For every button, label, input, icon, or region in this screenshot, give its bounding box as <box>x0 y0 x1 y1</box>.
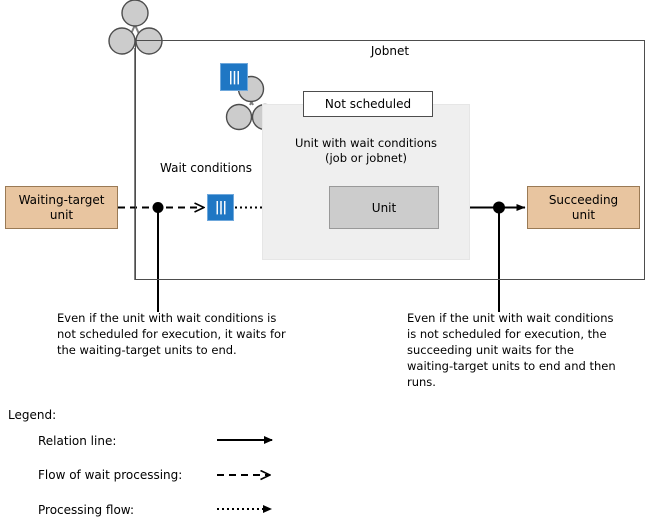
wait-conditions-label: Wait conditions <box>160 161 253 175</box>
waiting-target-unit-label-line2: unit <box>49 207 74 222</box>
left-relation-line <box>152 202 164 312</box>
note-left: Even if the unit with wait conditions is… <box>57 311 286 357</box>
waiting-target-unit-box: Waiting-target unit <box>5 186 118 229</box>
legend-item-label-relation-line: Relation line: <box>38 434 117 448</box>
unit-box: Unit <box>329 186 439 229</box>
not-scheduled-label: Not scheduled <box>324 97 412 111</box>
jobnet-container <box>135 40 645 280</box>
wait-condition-icon-flow: ||| <box>207 194 234 221</box>
legend-title: Legend: <box>8 408 57 422</box>
legend-item-label-processing-flow: Processing flow: <box>38 503 134 517</box>
wait-symbol-glyph: ||| <box>214 200 227 215</box>
waiting-target-unit-label-line1: Waiting-target <box>18 192 105 207</box>
legend-item-label-wait-processing: Flow of wait processing: <box>38 468 183 482</box>
note-right: Even if the unit with wait conditions is… <box>407 311 616 389</box>
unit-with-wait-conditions-panel <box>262 104 470 260</box>
succeeding-unit-label-line2: unit <box>571 207 596 222</box>
jobnet-label: Jobnet <box>370 44 410 58</box>
unit-box-label: Unit <box>371 200 397 215</box>
wait-condition-icon: ||| <box>220 63 248 91</box>
succeeding-relation-line <box>470 201 526 312</box>
caption-line-2: (job or jobnet) <box>325 151 407 165</box>
not-scheduled-callout: Not scheduled <box>303 91 433 117</box>
caption-line-1: Unit with wait conditions <box>294 136 438 150</box>
succeeding-unit-label-line1: Succeeding <box>548 192 619 207</box>
wait-symbol-glyph: ||| <box>228 69 240 85</box>
unit-with-wait-conditions-caption: Unit with wait conditions (job or jobnet… <box>262 136 470 166</box>
succeeding-unit-box: Succeeding unit <box>527 186 640 229</box>
